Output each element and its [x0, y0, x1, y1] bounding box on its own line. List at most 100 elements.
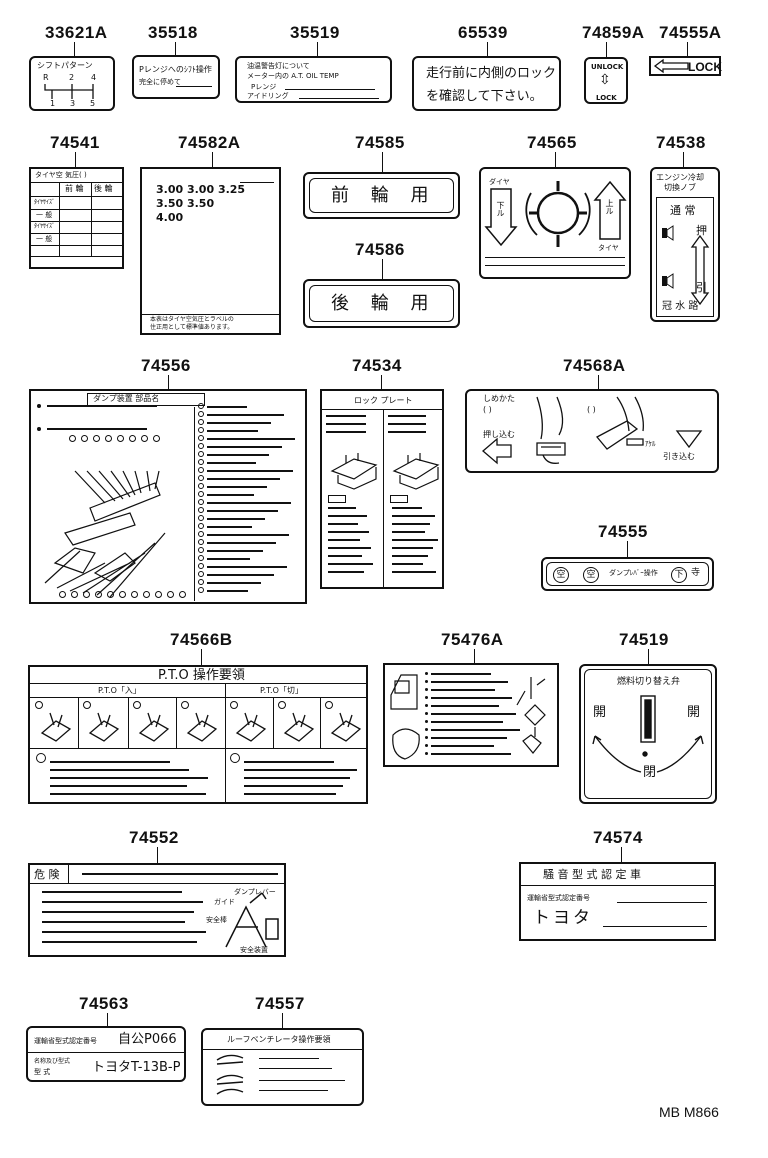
diagram-reference-code: MB M866	[659, 1104, 719, 1120]
label-74519-fuel-valve: 燃料切り替え弁 開 開 閉	[579, 664, 717, 804]
part-callout-ring	[131, 591, 138, 598]
part-callout-ring	[167, 591, 174, 598]
divider	[485, 265, 625, 266]
text-line	[431, 713, 516, 715]
bullet-dot	[425, 752, 428, 755]
guide-text: ガイド	[214, 898, 235, 906]
part-callout-ring	[59, 591, 66, 598]
text-line	[328, 531, 369, 533]
text-line	[207, 534, 289, 536]
text-line	[207, 542, 276, 544]
part-number-74538: 74538	[656, 133, 706, 152]
inner-frame	[309, 178, 454, 213]
header-bar	[82, 873, 278, 875]
text-line	[328, 547, 371, 549]
text-line	[328, 555, 362, 557]
text-line	[207, 550, 263, 552]
text-line	[207, 518, 265, 520]
part-callout-ring	[81, 435, 88, 442]
part-callout-ring	[105, 435, 112, 442]
part-callout-ring	[198, 443, 204, 449]
label-35519-line1: 油温警告灯について	[247, 62, 310, 70]
push-text: 押	[696, 224, 707, 237]
leader-line	[487, 42, 488, 56]
label-74568a-tightening: しめかた ( ) ( ) 押し込む ｱｹﾙ 引き込む	[465, 389, 719, 473]
model-plate-label3: 型 式	[34, 1068, 51, 1076]
text-line	[47, 405, 157, 407]
label-74556-dump-parts: ダンプ装置 部品名	[29, 389, 307, 604]
tire-size-footnote1: 本表はタイヤ空気圧とラベルの	[150, 316, 234, 323]
open-text: ｱｹﾙ	[645, 440, 656, 448]
step-circle	[36, 753, 46, 763]
up-text: 上ル	[605, 199, 614, 215]
step-circle	[278, 701, 286, 709]
label-74565-tire-handle: ダイヤ 下ル 上ル タイヤ	[479, 167, 631, 279]
part-callout-ring	[198, 555, 204, 561]
tire-text-top: ダイヤ	[489, 178, 510, 186]
pto-step-illustration	[235, 712, 267, 742]
divider	[322, 409, 442, 410]
text-line	[388, 431, 426, 433]
text-line	[207, 406, 247, 408]
lock-plate-title: ロック プレート	[354, 396, 413, 405]
label-74563-model-plate: 運輸省型式認定番号 自公P066 名称及び型式 型 式 トヨタT-13B-P	[26, 1026, 186, 1082]
text-line	[207, 414, 284, 416]
step-circle	[230, 701, 238, 709]
text-line	[392, 539, 438, 541]
text-line	[259, 1058, 319, 1059]
pto-step-illustration	[88, 712, 120, 742]
bullet-dot	[425, 704, 428, 707]
part-callout-ring	[95, 591, 102, 598]
text-line	[328, 571, 364, 573]
text-line	[42, 901, 203, 903]
front-wheel-text: 前 輪 用	[331, 185, 437, 206]
text-line	[326, 431, 366, 433]
lock-plate-illustration	[330, 453, 440, 490]
label-35519-line3: Pレンジ	[251, 83, 277, 91]
tire-table-title: タイヤ空 気圧( )	[35, 171, 87, 179]
text-line	[431, 697, 512, 699]
safety-device-text: 安全装置	[240, 946, 268, 954]
text-line	[207, 478, 280, 480]
part-callout-ring	[198, 491, 204, 497]
field-line	[603, 926, 707, 927]
label-74585-front-wheel: 前 輪 用	[303, 172, 460, 219]
safety-bar-text: 安全棒	[206, 916, 227, 924]
circle-symbol: 下	[671, 567, 687, 583]
part-number-35519: 35519	[290, 23, 340, 42]
tire-row-label: ﾀｲﾔｻｲｽﾞ	[34, 223, 56, 230]
normal-text: 通 常	[670, 204, 696, 217]
part-callout-ring	[198, 427, 204, 433]
bullet-dot	[425, 728, 428, 731]
tightening-title: しめかた	[483, 394, 515, 403]
label-35518-line1: Pレンジへのｼﾌﾄ操作	[139, 65, 212, 74]
symbol-text: 寺	[691, 568, 701, 578]
text-line	[50, 761, 170, 763]
text-line	[42, 931, 206, 933]
bullet-dot	[37, 427, 41, 431]
tire-front-header: 前 輪	[65, 184, 84, 193]
lock-arrow-text: LOCK	[688, 60, 722, 74]
leader-line	[75, 152, 76, 168]
leader-line	[282, 1013, 283, 1028]
part-number-65539: 65539	[458, 23, 508, 42]
part-number-74566b: 74566B	[170, 630, 233, 649]
label-74566b-pto: P.T.O 操作要領 P.T.O「入」 P.T.O「切」	[28, 665, 368, 804]
cell-divider	[273, 697, 274, 748]
close-text: 閉	[643, 765, 657, 780]
table-rule	[31, 233, 122, 234]
part-callout-ring	[71, 591, 78, 598]
label-65539-line1: 走行前に内側のロック	[426, 66, 557, 81]
text-line	[207, 454, 269, 456]
part-number-33621a: 33621A	[45, 23, 108, 42]
column-divider	[383, 409, 384, 587]
open-right-text: 開	[687, 705, 701, 720]
text-line	[244, 793, 336, 795]
push-in-text: 押し込む	[483, 430, 515, 439]
up-down-arrow-icon: ⇳	[599, 72, 611, 88]
leader-line	[606, 42, 607, 57]
bullet-dot	[425, 744, 428, 747]
text-line	[431, 673, 491, 675]
part-callout-ring	[198, 523, 204, 529]
inner-frame	[309, 285, 454, 322]
